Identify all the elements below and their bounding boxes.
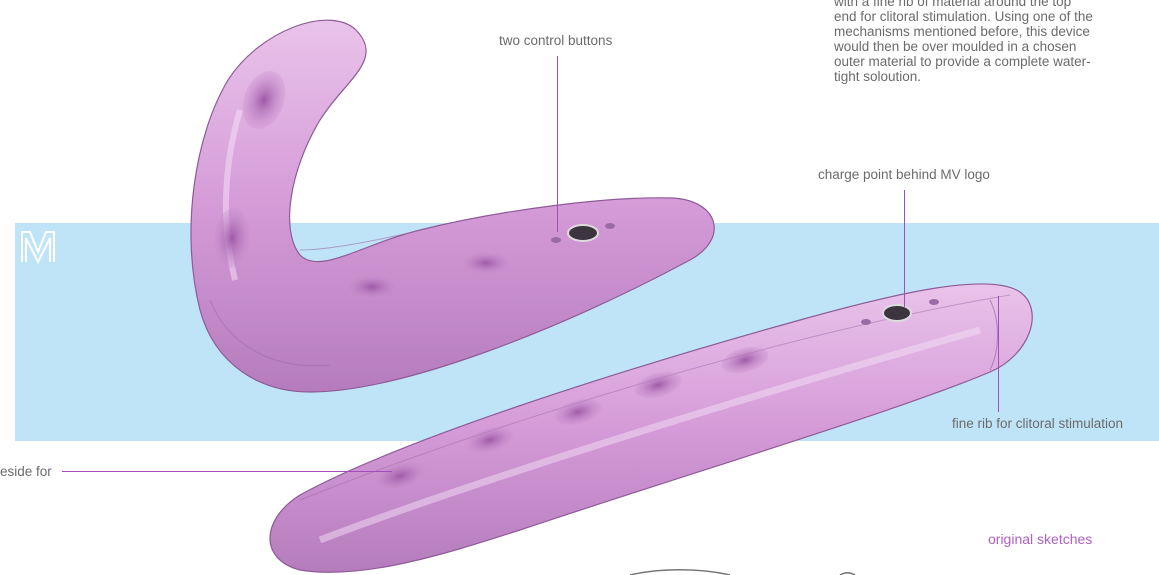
description-line: outer material to provide a complete wat… (834, 54, 1154, 69)
callout-control-buttons: two control buttons (499, 33, 612, 48)
sketch-stroke-bottom (630, 570, 730, 575)
description-paragraph: with a fine rib of material around the t… (834, 0, 1154, 84)
leader-line-fine-rib (998, 296, 999, 412)
description-line: mechanisms mentioned before, this device (834, 24, 1154, 39)
callout-beside: eside for (0, 464, 52, 479)
leader-line-beside (62, 471, 392, 472)
description-line: end for clitoral stimulation. Using one … (834, 9, 1154, 24)
callout-charge-point: charge point behind MV logo (818, 167, 990, 182)
callout-fine-rib: fine rib for clitoral stimulation (952, 416, 1123, 431)
description-line: tight soloution. (834, 69, 1154, 84)
description-line: with a fine rib of material around the t… (834, 0, 1154, 9)
leader-line-charge-point (904, 190, 905, 308)
curved-device (191, 20, 714, 392)
description-line: would then be over moulded in a chosen (834, 39, 1154, 54)
leader-line-control-buttons (557, 56, 558, 232)
mv-logo-mark (22, 232, 54, 262)
footer-label: original sketches (988, 532, 1092, 547)
